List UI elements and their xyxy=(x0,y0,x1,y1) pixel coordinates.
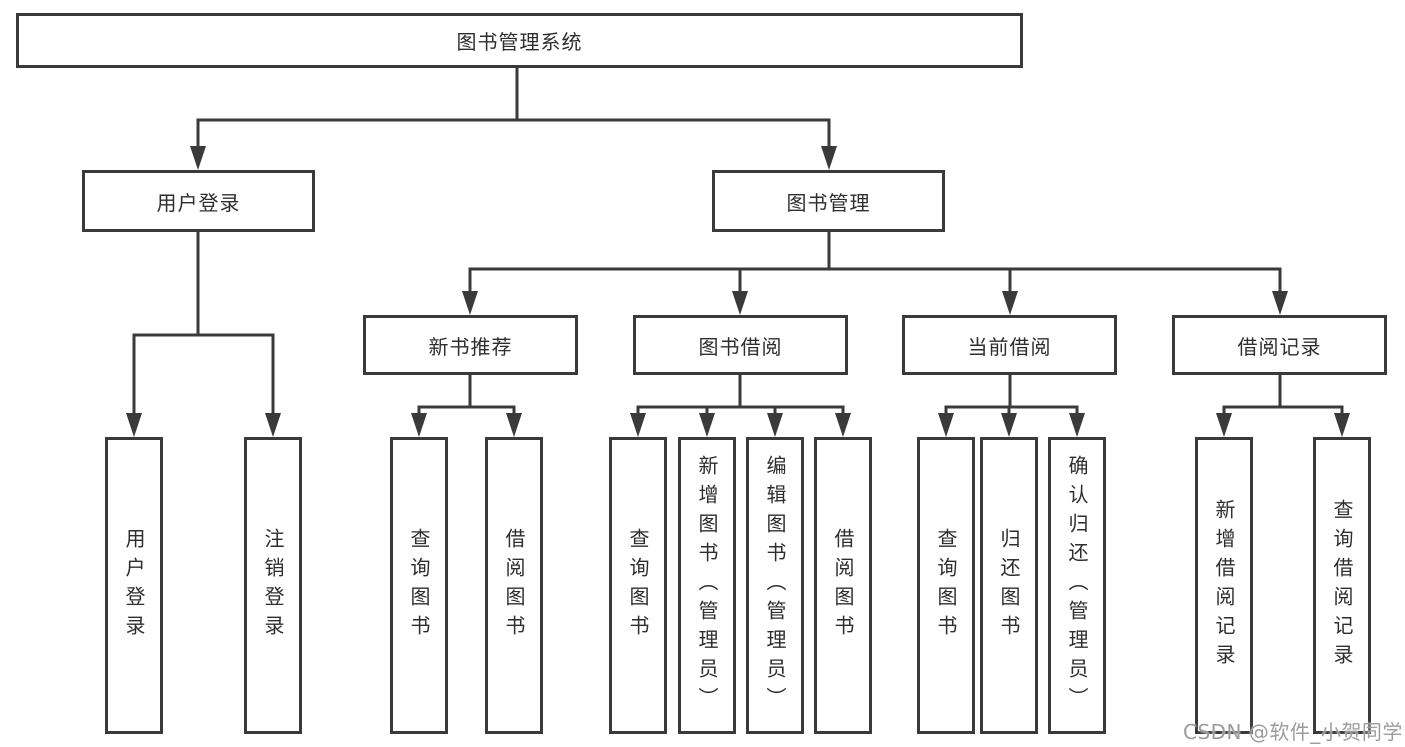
leaf-br-query-record: 查询借阅记录 xyxy=(1313,437,1371,734)
leaf-bb-borrow-books: 借阅图书 xyxy=(814,437,872,734)
leaf-bb-add-books-admin: 新增图书（管理员） xyxy=(678,437,736,734)
node-label: 用户登录 xyxy=(156,190,241,215)
csdn-watermark: CSDN @软件_小贺同学 xyxy=(1183,720,1403,744)
node-label: 用户登录 xyxy=(122,527,146,644)
node-label: 查询图书 xyxy=(407,527,431,644)
node-label: 借阅图书 xyxy=(502,527,526,644)
node-book-borrowing: 图书借阅 xyxy=(633,315,848,375)
leaf-rec-borrow-books: 借阅图书 xyxy=(485,437,543,734)
leaf-user-login: 用户登录 xyxy=(105,437,163,734)
leaf-cb-return-books: 归还图书 xyxy=(980,437,1038,734)
node-label: 新书推荐 xyxy=(428,334,513,359)
node-label: 图书借阅 xyxy=(698,334,783,359)
node-label: 编辑图书（管理员） xyxy=(763,455,787,716)
node-user-login: 用户登录 xyxy=(82,170,315,232)
node-library-management-system: 图书管理系统 xyxy=(16,13,1023,68)
node-label: 图书管理 xyxy=(786,190,871,215)
node-label: 确认归还（管理员） xyxy=(1065,455,1089,716)
node-new-book-recommendation: 新书推荐 xyxy=(363,315,578,375)
leaf-logout: 注销登录 xyxy=(244,437,302,734)
node-label: 当前借阅 xyxy=(967,334,1052,359)
node-label: 查询图书 xyxy=(626,527,650,644)
node-book-management: 图书管理 xyxy=(712,170,945,232)
leaf-bb-query-books: 查询图书 xyxy=(609,437,667,734)
leaf-bb-edit-books-admin: 编辑图书（管理员） xyxy=(746,437,804,734)
node-label: 查询图书 xyxy=(934,527,958,644)
node-label: 借阅图书 xyxy=(831,527,855,644)
node-borrowing-records: 借阅记录 xyxy=(1172,315,1387,375)
leaf-cb-query-books: 查询图书 xyxy=(917,437,975,734)
node-label: 注销登录 xyxy=(261,527,285,644)
node-label: 查询借阅记录 xyxy=(1330,498,1354,673)
node-label: 借阅记录 xyxy=(1237,334,1322,359)
node-current-borrowing: 当前借阅 xyxy=(902,315,1117,375)
leaf-cb-confirm-return-admin: 确认归还（管理员） xyxy=(1048,437,1106,734)
node-label: 图书管理系统 xyxy=(456,30,583,54)
node-label: 归还图书 xyxy=(997,527,1021,644)
node-label: 新增借阅记录 xyxy=(1212,498,1236,673)
leaf-br-add-record: 新增借阅记录 xyxy=(1195,437,1253,734)
leaf-rec-query-books: 查询图书 xyxy=(390,437,448,734)
node-label: 新增图书（管理员） xyxy=(695,455,719,716)
